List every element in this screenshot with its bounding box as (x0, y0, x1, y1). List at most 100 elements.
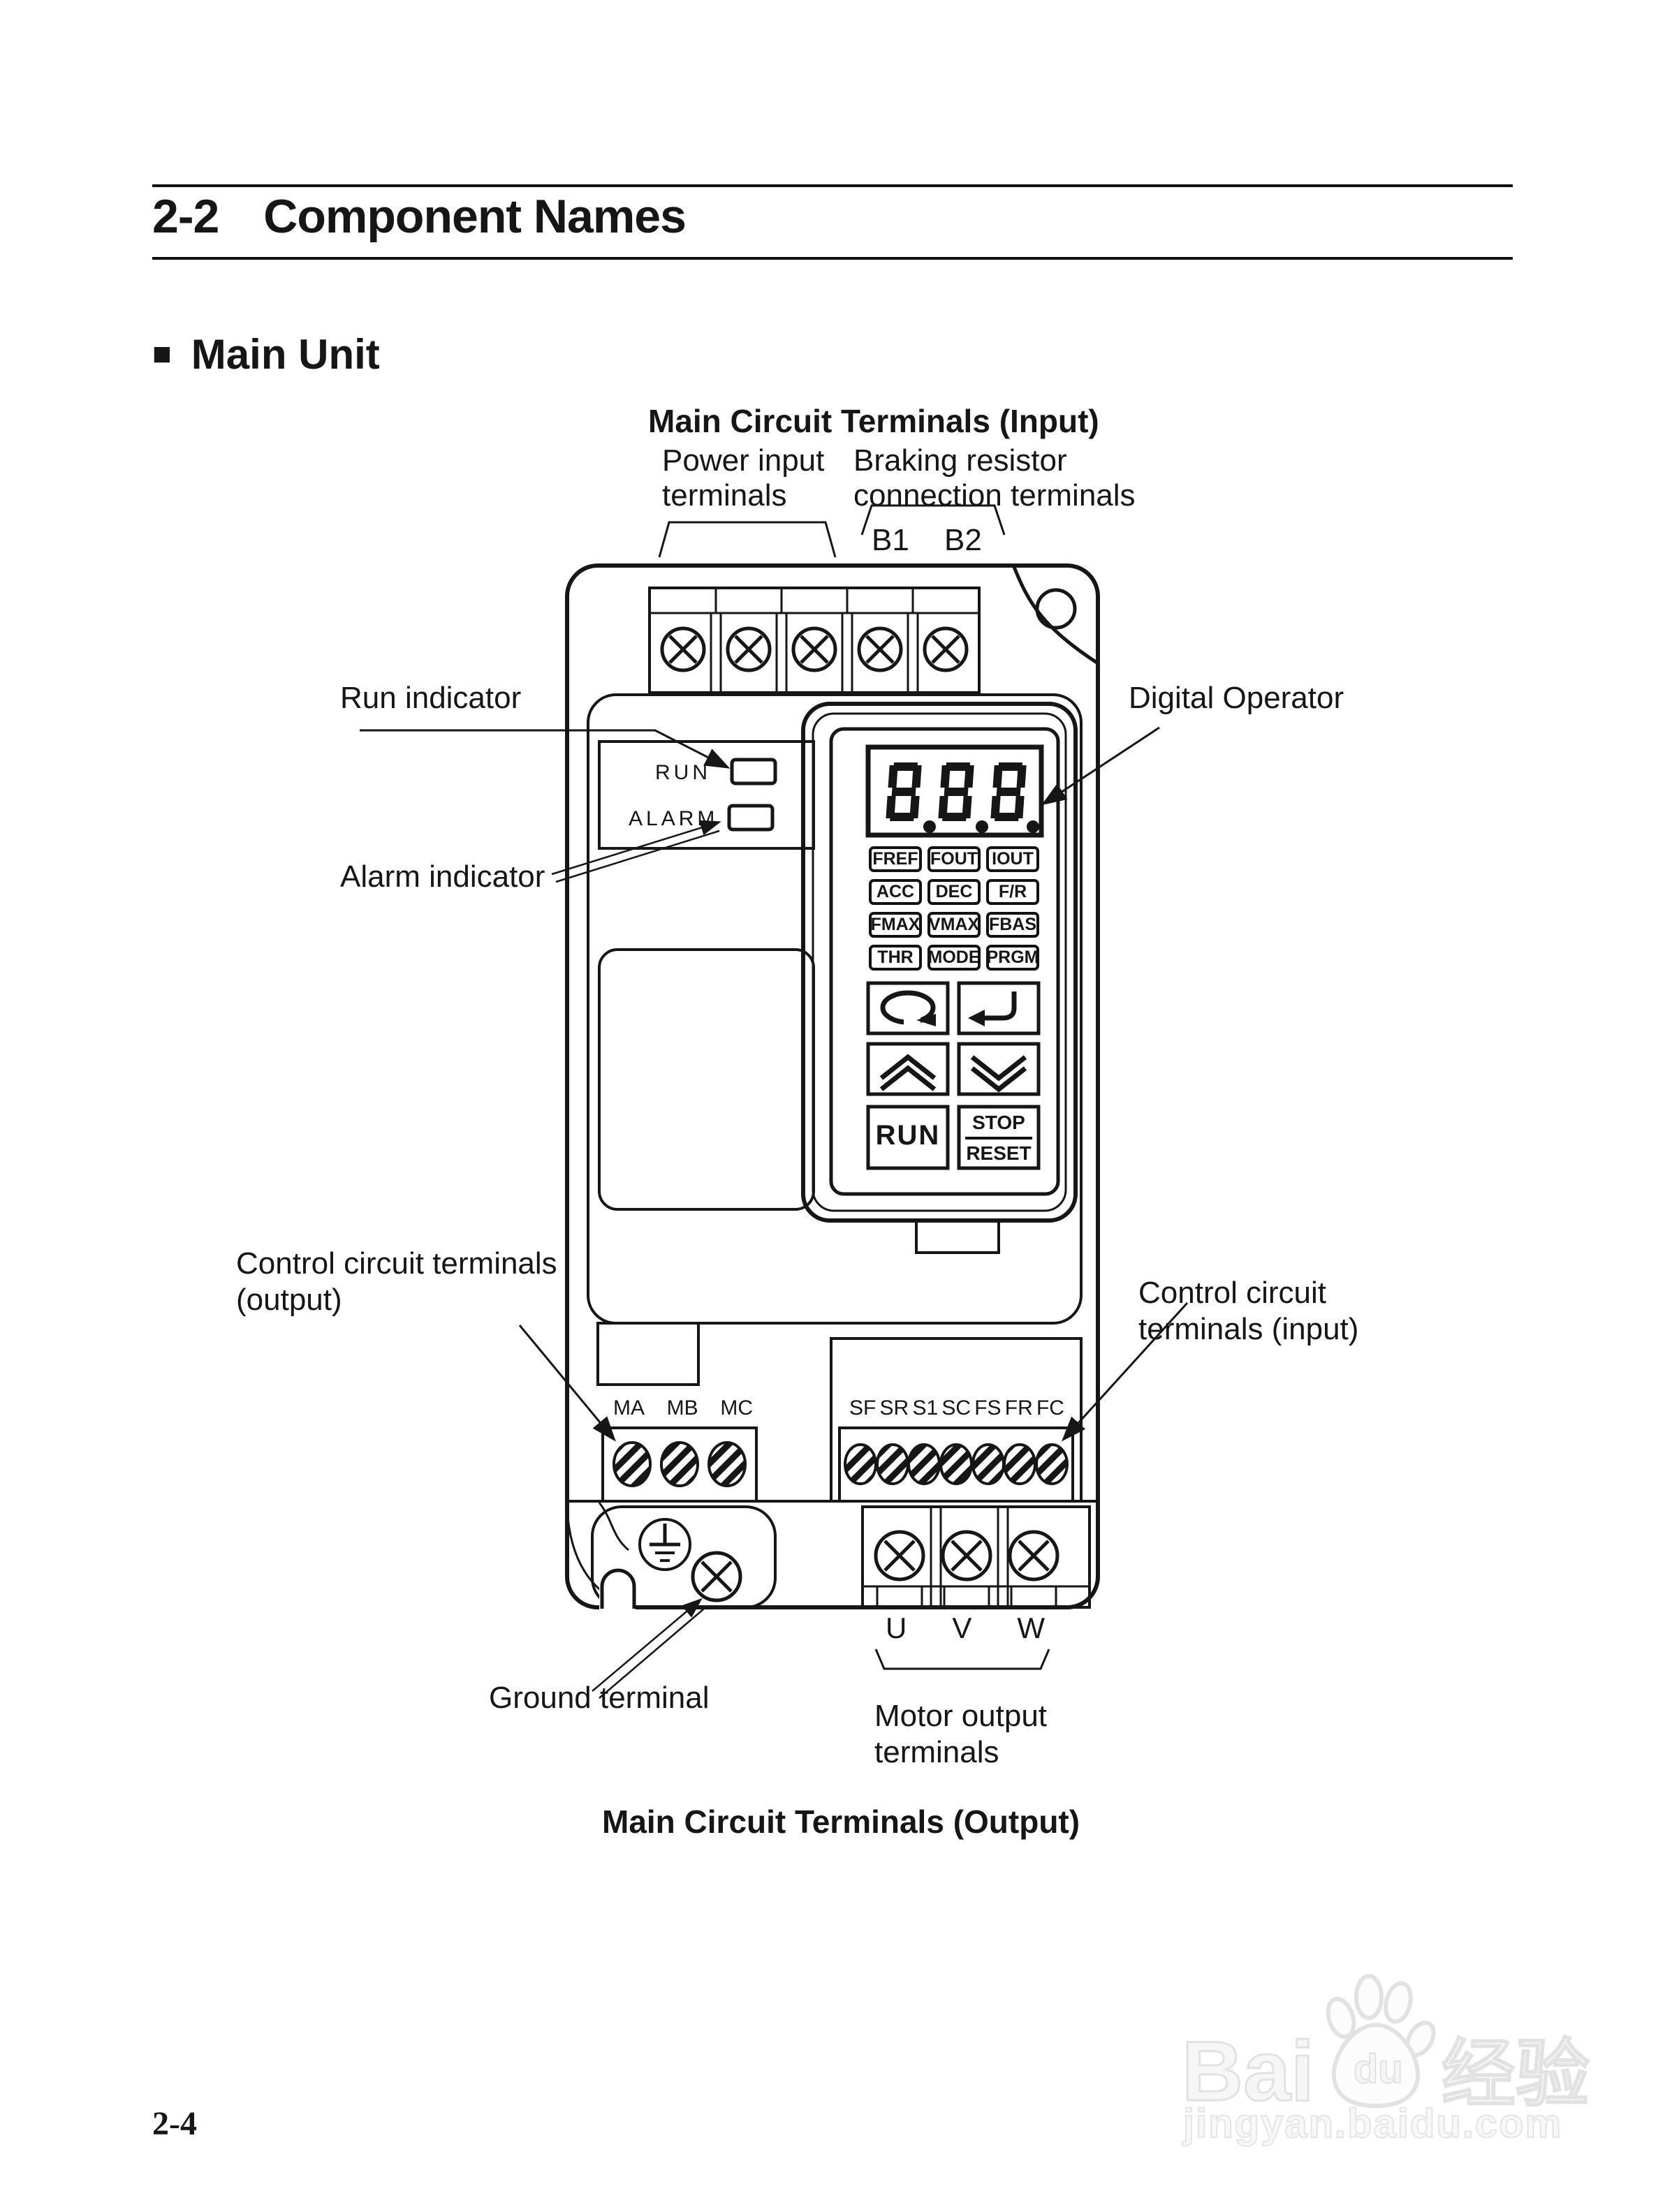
terminal-s1: S1 (912, 1396, 939, 1420)
screw-terminal-icons (874, 1530, 1059, 1581)
run-led-label: RUN (655, 761, 711, 784)
terminal-u: U (886, 1612, 907, 1644)
label-acc: ACC (869, 879, 922, 905)
braking-resistor-label-line2: connection terminals (853, 478, 1136, 513)
control-output-label-line1: Control circuit terminals (236, 1246, 557, 1281)
run-indicator-label: Run indicator (340, 681, 522, 715)
baidu-watermark: Bai du 经验 (1181, 1970, 1590, 2119)
motor-output-label-line1: Motor output (874, 1699, 1048, 1733)
label-fref: FREF (869, 846, 922, 872)
screw-terminal-icons (660, 626, 969, 672)
power-terminals-brace (658, 521, 837, 558)
subsection-title: Main Unit (191, 331, 380, 378)
braking-terminals-brace (860, 504, 1006, 536)
ground-terminal-leader (592, 1598, 703, 1692)
digital-operator-leader (1041, 726, 1160, 806)
power-input-label-line1: Power input (662, 443, 825, 478)
bottom-section (566, 1500, 1098, 1613)
label-dec: DEC (927, 879, 981, 905)
increment-button (866, 1042, 950, 1096)
run-led-icon (730, 758, 777, 786)
label-fmax: FMAX (869, 912, 922, 938)
alarm-led-label: ALARM (629, 807, 719, 830)
terminal-b2-label: B2 (944, 523, 982, 557)
leader-lines (360, 726, 1189, 1699)
reset-label: RESET (966, 1142, 1032, 1164)
display-digits (886, 762, 1039, 833)
braking-resistor-label-line1: Braking resistor (853, 443, 1067, 478)
terminal-b1-label: B1 (872, 523, 909, 557)
terminal-sf: SF (849, 1396, 876, 1420)
watermark-jingyan: 经验 (1441, 2033, 1590, 2116)
motor-output-terminal-block (861, 1505, 1091, 1609)
terminal-mb: MB (666, 1396, 698, 1420)
label-prgm: PRGM (986, 945, 1039, 971)
input-terminal-strip (648, 587, 981, 694)
hatched-screw-icons (844, 1443, 1069, 1485)
ground-terminal-label: Ground terminal (489, 1681, 710, 1715)
subsection-heading: ■ Main Unit (152, 334, 380, 376)
terminal-sc: SC (941, 1396, 971, 1420)
motor-terminal-labels: U V W (886, 1612, 1045, 1645)
hatched-screw-icons (613, 1441, 747, 1487)
control-input-label-line2: terminals (input) (1138, 1312, 1359, 1346)
run-button-label: RUN (875, 1120, 941, 1151)
decrement-button (957, 1042, 1041, 1096)
relay-terminal-labels: MA MB MC (613, 1396, 753, 1420)
section-title: Component Names (263, 190, 687, 243)
section-number: 2-2 (152, 190, 219, 243)
uvw-bracket (874, 1649, 1050, 1670)
cycle-icon (880, 990, 936, 1026)
terminal-fs: FS (974, 1396, 1002, 1420)
enter-button (957, 981, 1041, 1035)
control-output-leader (518, 1325, 616, 1442)
display-value: 8.8.8. (873, 768, 874, 769)
alarm-led-icon (727, 804, 775, 832)
power-input-label-line2: terminals (662, 478, 787, 513)
digital-operator-label: Digital Operator (1129, 681, 1344, 715)
cycle-button (866, 981, 950, 1035)
page-title: 2-2 Component Names (152, 190, 687, 243)
terminal-mc: MC (720, 1396, 753, 1420)
terminal-ma: MA (613, 1396, 645, 1420)
alarm-indicator-leader (551, 820, 721, 876)
page-number: 2-4 (152, 2105, 197, 2142)
header-rule-bottom (152, 257, 1513, 260)
run-button (866, 1105, 950, 1170)
stop-label: STOP (972, 1112, 1025, 1133)
chevron-up-icon (879, 1054, 937, 1091)
stop-reset-divider (965, 1137, 1032, 1140)
terminal-fr: FR (1004, 1396, 1033, 1420)
control-output-label-line2: (output) (236, 1283, 342, 1317)
ground-symbol-icon (638, 1518, 691, 1571)
section-bullet: ■ (152, 335, 172, 371)
label-braces (658, 504, 1050, 1670)
enter-icon (968, 991, 1017, 1026)
operator-mode-labels: FREF FOUT IOUT ACC DEC F/R FMAX VMAX FBA… (869, 846, 1039, 971)
label-iout: IOUT (986, 846, 1039, 872)
terminal-fc: FC (1036, 1396, 1064, 1420)
chevron-down-icon (970, 1055, 1027, 1093)
label-fout: FOUT (927, 846, 981, 872)
motor-output-label-line2: terminals (874, 1735, 999, 1769)
control-terminal-labels: SF SR S1 SC FS FR FC (849, 1396, 1064, 1420)
ground-screw-icon (691, 1551, 742, 1602)
label-mode: MODE (927, 945, 981, 971)
baidu-paw-icon: du (1314, 1970, 1437, 2110)
stop-reset-button (957, 1105, 1041, 1170)
relay-output-terminal-block (596, 1322, 758, 1503)
label-vmax: VMAX (927, 912, 981, 938)
header-rule-top (152, 184, 1513, 187)
control-input-label-line1: Control circuit (1138, 1276, 1326, 1310)
alarm-indicator-label: Alarm indicator (340, 860, 545, 894)
mounting-hole-icon (1035, 588, 1077, 630)
label-thr: THR (869, 945, 922, 971)
watermark-url: jingyan.baidu.com (1182, 2100, 1563, 2147)
control-input-leader (1061, 1302, 1189, 1442)
input-terminals-heading: Main Circuit Terminals (Input) (648, 403, 1099, 439)
watermark-du: du (1353, 2046, 1404, 2093)
watermark-bai: Bai (1181, 2023, 1316, 2119)
terminal-sr: SR (879, 1396, 909, 1420)
